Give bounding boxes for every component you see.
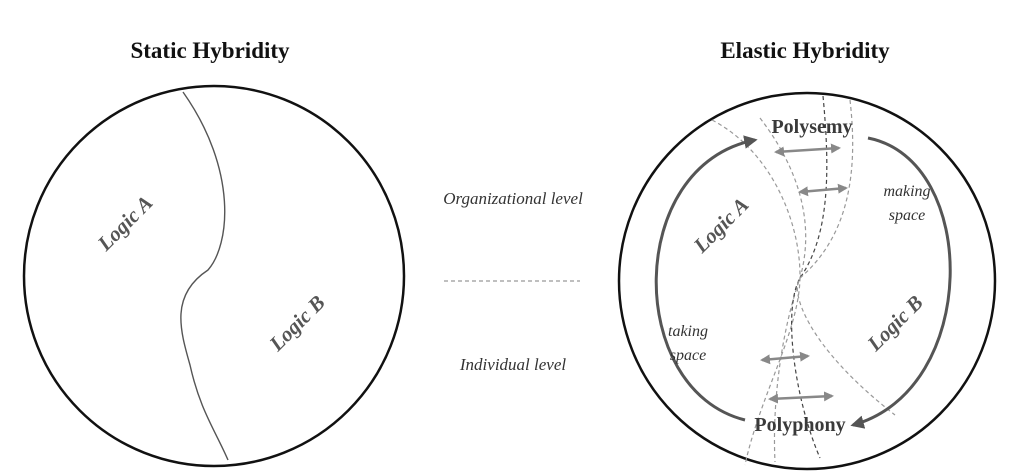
dashed-curve-1 xyxy=(711,119,801,466)
making-space-line-1: making xyxy=(883,183,930,200)
polysemy-label: Polysemy xyxy=(771,116,852,138)
static-hybridity-circle xyxy=(22,84,406,468)
static-divider-line xyxy=(180,91,229,461)
static-hybridity-title: Static Hybridity xyxy=(130,38,290,63)
elastic-hybridity-panel: Elastic Hybridity Polysemy Polyphony Log… xyxy=(617,38,997,471)
double-arrow-3 xyxy=(760,351,810,365)
organizational-level-label: Organizational level xyxy=(443,189,583,208)
cycle-arrow-left xyxy=(654,135,758,422)
double-arrow-2 xyxy=(798,183,848,197)
elastic-logic-b-label: Logic B xyxy=(862,290,928,356)
double-arrow-1 xyxy=(774,143,841,157)
elastic-hybridity-title: Elastic Hybridity xyxy=(720,38,890,63)
dashed-curve-2 xyxy=(759,117,807,463)
static-logic-a-label: Logic A xyxy=(92,191,157,256)
individual-level-label: Individual level xyxy=(459,355,566,374)
elastic-hybridity-circle xyxy=(617,91,997,471)
taking-space-line-2: space xyxy=(670,347,706,364)
polyphony-label: Polyphony xyxy=(754,414,845,436)
levels-panel: Organizational level Individual level xyxy=(443,189,583,374)
dashed-curve-4 xyxy=(796,99,896,416)
static-logic-b-label: Logic B xyxy=(264,290,330,356)
cycle-arrow-right xyxy=(850,136,952,429)
elastic-logic-a-label: Logic A xyxy=(688,193,753,258)
double-arrow-4 xyxy=(768,391,834,404)
static-hybridity-panel: Static Hybridity Logic A Logic B xyxy=(22,38,406,468)
making-space-line-2: space xyxy=(889,207,925,224)
taking-space-line-1: taking xyxy=(668,323,708,340)
elastic-double-arrows xyxy=(760,143,848,404)
